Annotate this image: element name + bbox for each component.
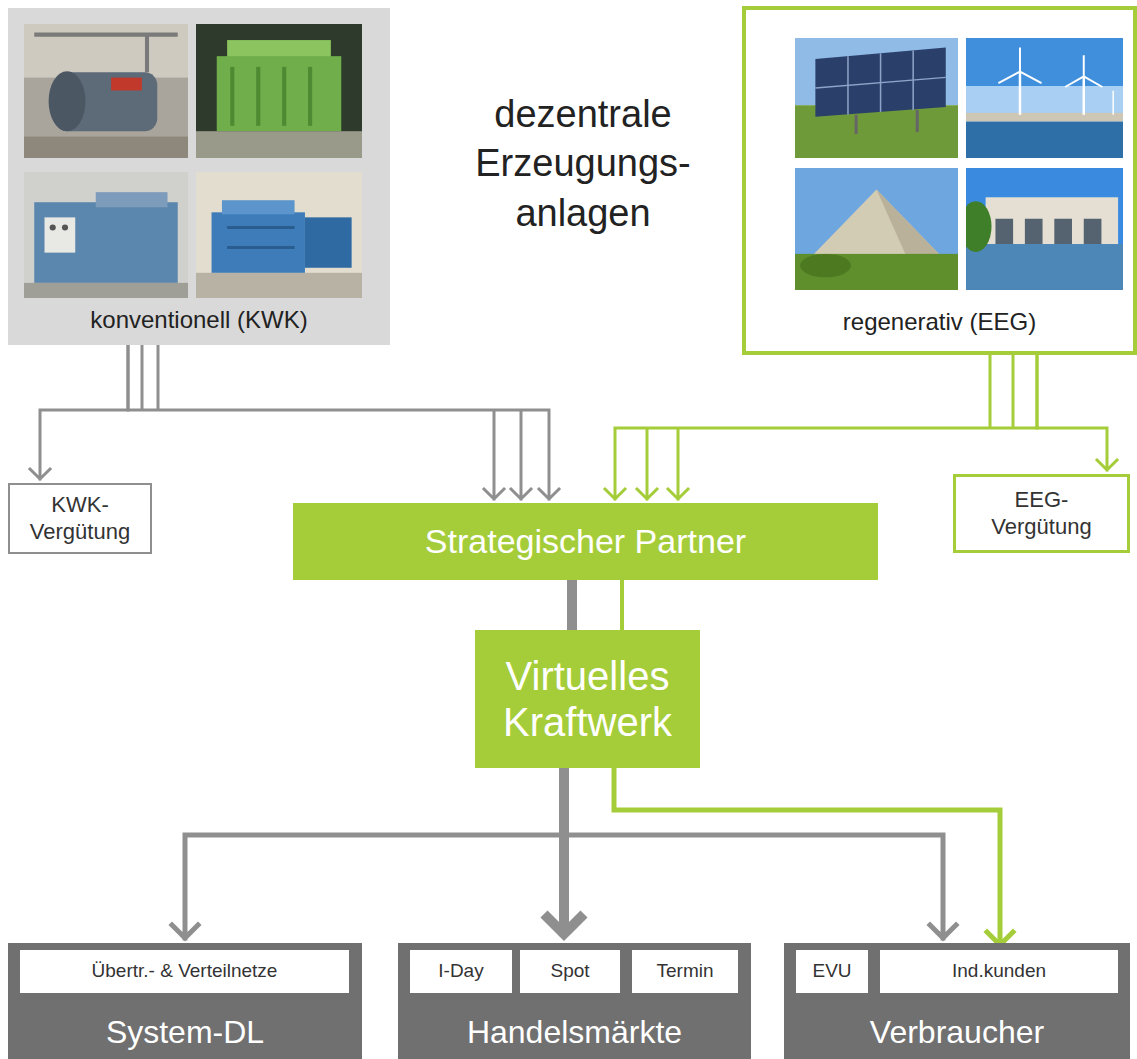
target-item: Termin [632,950,738,993]
heading-text: dezentrale Erzeugungs- anlagen [453,90,713,238]
payment-box: EEG- Vergütung [953,474,1130,553]
node-text: EEG- Vergütung [977,487,1107,540]
node-text: Virtuelles Kraftwerk [475,653,700,745]
connector-arrow [564,768,956,938]
photo-collage [746,10,1133,351]
node-text: Übertr.- & Verteilnetze [92,960,278,983]
node-text: Verbraucher [870,1013,1044,1051]
partner-box: Strategischer Partner [293,503,878,580]
engine-photo [196,24,362,158]
target-item: Ind.kunden [880,950,1118,993]
generator-photo [24,172,188,298]
node-text: Handelsmärkte [467,1013,682,1051]
node-text: regenerativ (EEG) [843,308,1036,337]
node-text: Spot [550,960,589,983]
node-text: Ind.kunden [952,960,1046,983]
payment-box: KWK- Vergütung [8,483,152,554]
heading-label: dezentrale Erzeugungs- anlagen [453,90,713,238]
target-item: Übertr.- & Verteilnetze [20,950,349,993]
node-text: System-DL [106,1013,264,1051]
target-item: Spot [520,950,620,993]
node-text: EVU [812,960,851,983]
target-item: EVU [796,950,868,993]
engine-photo [24,24,188,158]
solar-photo [795,38,958,158]
biogas-photo [795,168,958,290]
power-plant-box: Virtuelles Kraftwerk [475,630,700,768]
connector-arrow [620,580,624,630]
node-text: Termin [656,960,713,983]
connector-arrow [172,768,564,938]
target-group: Handelsmärkte I-Day Spot Termin [398,943,751,1059]
target-group: Verbraucher EVU Ind.kunden [784,943,1130,1059]
wind-photo [966,38,1123,158]
connector-arrow [30,345,128,479]
engine-photo [196,172,362,298]
node-text: KWK- Vergütung [20,492,140,545]
plant-panel: regenerativ (EEG) [742,6,1137,355]
target-group: System-DL Übertr.- & Verteilnetze [8,943,362,1059]
plant-panel: konventionell (KWK) [8,8,390,345]
target-item: I-Day [410,950,512,993]
node-text: I-Day [438,960,483,983]
hydro-photo [960,168,1123,290]
connector-arrow [1037,355,1117,470]
connector-arrow [614,768,1013,945]
connector-arrow [567,580,577,630]
node-text: Strategischer Partner [425,521,746,562]
node-text: konventionell (KWK) [90,306,307,335]
connector-arrow [128,345,559,499]
photo-collage [8,8,390,345]
